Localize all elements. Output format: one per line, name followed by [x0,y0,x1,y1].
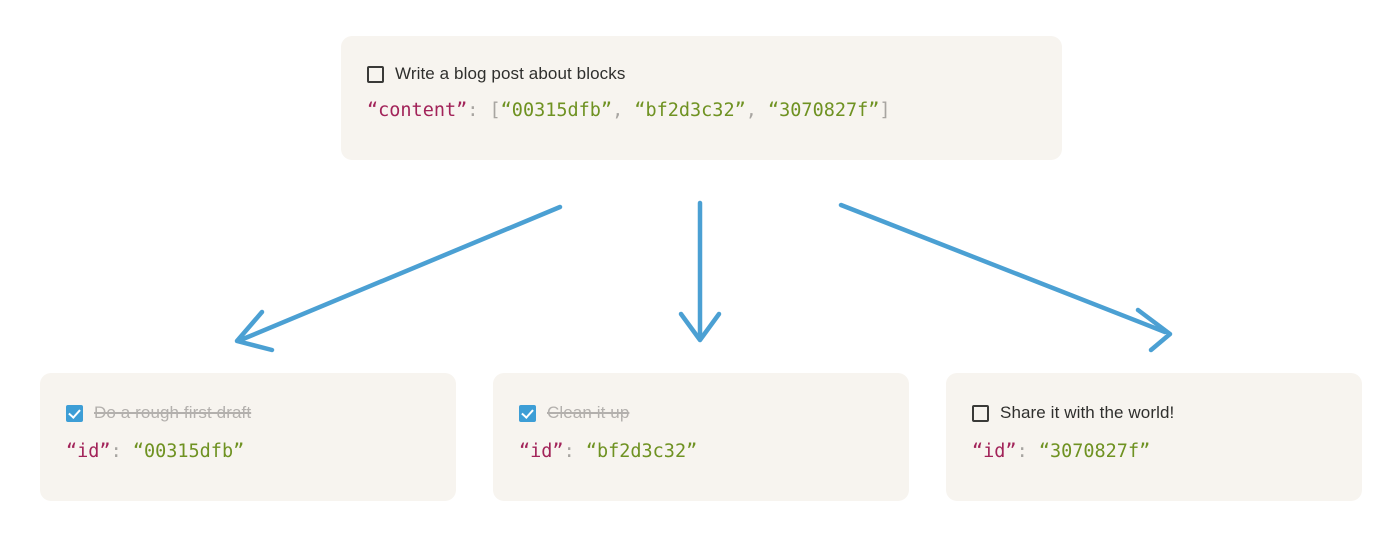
json-value-0: “00315dfb” [500,100,613,121]
child-todo-row[interactable]: Share it with the world! [972,401,1336,425]
json-colon: : [467,100,490,121]
json-value-2: “3070827f” [768,100,880,121]
json-key: “id” [972,441,1017,462]
json-key: “id” [519,441,564,462]
parent-todo-row[interactable]: Write a blog post about blocks [367,62,1036,86]
child-task-label: Clean it up [547,403,630,422]
json-value: “bf2d3c32” [585,441,698,462]
json-value-1: “bf2d3c32” [634,100,746,121]
child-json-line: “id”: “00315dfb” [66,439,430,465]
json-open-bracket: [ [489,100,501,121]
parent-task-label: Write a blog post about blocks [395,64,626,83]
json-separator-1: , [745,100,769,121]
arrow-to-second-child [678,200,722,343]
child-task-card[interactable]: Clean it up “id”: “bf2d3c32” [493,373,909,501]
child-json-line: “id”: “3070827f” [972,439,1336,465]
json-value: “00315dfb” [132,441,245,462]
checkbox-unchecked-icon[interactable] [367,65,384,83]
json-colon: : [563,441,586,462]
checkbox-unchecked-icon[interactable] [972,404,989,422]
arrow-to-first-child [234,204,563,353]
parent-json-line: “content”: [“00315dfb”, “bf2d3c32”, “307… [367,98,1036,124]
child-json-line: “id”: “bf2d3c32” [519,439,883,465]
json-key: “content” [367,100,468,121]
parent-task-card[interactable]: Write a blog post about blocks “content”… [341,36,1062,160]
checkbox-checked-icon[interactable] [66,404,83,422]
arrow-to-third-child [838,202,1173,353]
json-close-bracket: ] [879,100,891,121]
child-task-label: Do a rough first draft [94,403,252,422]
child-todo-row[interactable]: Clean it up [519,401,883,425]
child-task-card[interactable]: Share it with the world! “id”: “3070827f… [946,373,1362,501]
child-task-card[interactable]: Do a rough first draft “id”: “00315dfb” [40,373,456,501]
child-todo-row[interactable]: Do a rough first draft [66,401,430,425]
json-key: “id” [66,441,111,462]
checkbox-checked-icon[interactable] [519,404,536,422]
child-task-label: Share it with the world! [1000,403,1175,422]
json-value: “3070827f” [1038,441,1151,462]
json-separator-0: , [612,100,635,121]
json-colon: : [110,441,133,462]
json-colon: : [1016,441,1039,462]
